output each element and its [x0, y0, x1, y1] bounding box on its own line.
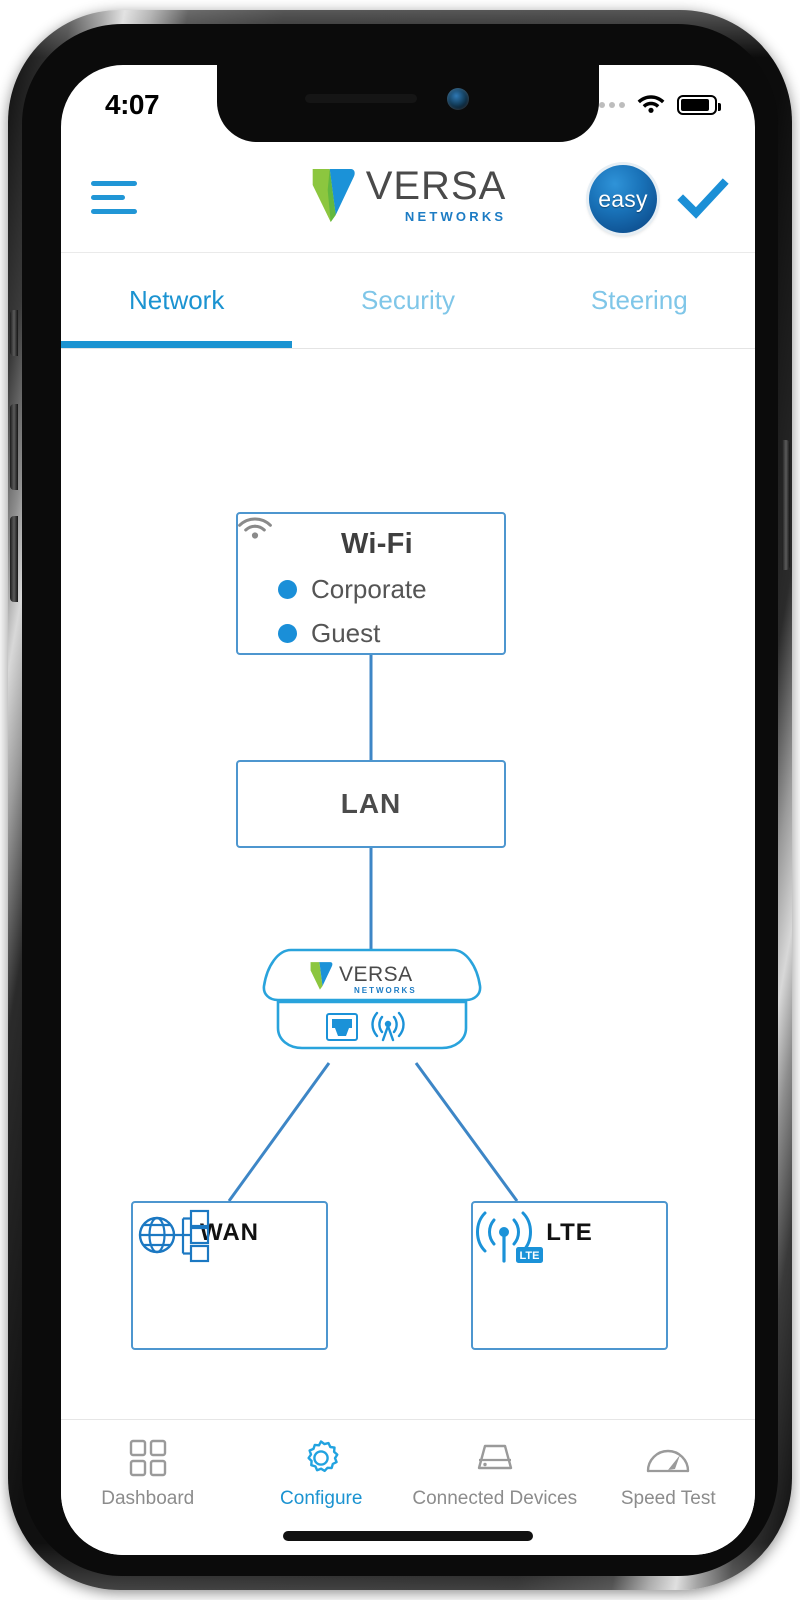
- nav-label-configure: Configure: [280, 1488, 363, 1509]
- wifi-node-header: Wi-Fi: [238, 517, 504, 561]
- node-wan[interactable]: WAN: [131, 1201, 328, 1350]
- ssid-guest[interactable]: Guest: [278, 618, 504, 649]
- node-wifi[interactable]: Wi-Fi Corporate Guest: [236, 512, 506, 655]
- phone-volume-down-button[interactable]: [10, 516, 18, 602]
- node-lan[interactable]: LAN: [236, 760, 506, 848]
- gear-icon: [300, 1436, 342, 1480]
- phone-frame-outer: 4:07: [8, 10, 792, 1590]
- wireless-antenna-icon: [371, 1011, 405, 1042]
- status-dot: [278, 580, 297, 599]
- tab-security[interactable]: Security: [292, 253, 523, 348]
- svg-text:LTE: LTE: [520, 1250, 540, 1262]
- nav-label-dashboard: Dashboard: [101, 1488, 195, 1509]
- tab-steering[interactable]: Steering: [524, 253, 755, 348]
- node-router-device[interactable]: VERSA NETWORKS: [261, 944, 483, 1062]
- svg-text:NETWORKS: NETWORKS: [354, 986, 417, 995]
- home-indicator[interactable]: [283, 1531, 533, 1541]
- status-bar: 4:07: [61, 65, 755, 143]
- tab-network[interactable]: Network: [61, 253, 293, 348]
- lan-label: LAN: [340, 788, 402, 819]
- hamburger-menu-icon[interactable]: [91, 177, 139, 217]
- nav-label-connected-devices: Connected Devices: [412, 1488, 578, 1509]
- nav-item-speed-test[interactable]: Speed Test: [582, 1436, 756, 1510]
- versa-logo: VERSA NETWORKS: [310, 165, 507, 223]
- status-dot: [278, 624, 297, 643]
- wifi-node-title: Wi-Fi: [340, 528, 414, 560]
- app-header: VERSA NETWORKS easy: [61, 143, 755, 253]
- phone-volume-up-button[interactable]: [10, 404, 18, 490]
- network-topology-diagram: Wi-Fi Corporate Guest LAN: [61, 349, 755, 1419]
- nav-item-configure[interactable]: Configure: [235, 1436, 409, 1510]
- phone-screen: 4:07: [61, 65, 755, 1555]
- wifi-icon: [636, 91, 666, 118]
- nav-item-connected-devices[interactable]: Connected Devices: [408, 1436, 582, 1510]
- ssid-corporate[interactable]: Corporate: [278, 574, 504, 605]
- ethernet-port-icon: [326, 1013, 358, 1041]
- tab-bar: Network Security Steering: [61, 253, 755, 349]
- earpiece-speaker: [305, 94, 417, 103]
- lte-label: LTE: [546, 1219, 593, 1246]
- ssid-guest-label: Guest: [311, 618, 381, 648]
- versa-mark-icon: [312, 169, 355, 222]
- phone-power-button[interactable]: [782, 440, 790, 570]
- wan-label: WAN: [200, 1219, 259, 1246]
- device-icon: [473, 1436, 517, 1480]
- svg-text:VERSA: VERSA: [339, 963, 413, 986]
- tab-steering-label: Steering: [590, 285, 688, 315]
- nav-item-dashboard[interactable]: Dashboard: [61, 1436, 235, 1510]
- phone-notch: [217, 65, 599, 142]
- status-time: 4:07: [105, 89, 160, 120]
- brand-name: VERSA: [365, 163, 507, 208]
- battery-full-icon: [677, 94, 721, 115]
- nav-label-speed-test: Speed Test: [620, 1488, 716, 1509]
- tab-security-label: Security: [361, 285, 455, 315]
- brand-subtitle: NETWORKS: [404, 208, 507, 224]
- phone-mute-switch[interactable]: [10, 310, 18, 356]
- easy-button-label: easy: [598, 185, 648, 212]
- grid-icon: [128, 1436, 168, 1480]
- easy-button[interactable]: easy: [589, 165, 657, 233]
- gauge-icon: [645, 1436, 691, 1480]
- checkmark-icon[interactable]: [677, 173, 729, 225]
- node-lte[interactable]: LTE LTE: [471, 1201, 668, 1350]
- diagram-connectors: [227, 655, 519, 1202]
- front-camera-icon: [447, 88, 469, 110]
- tab-network-label: Network: [128, 285, 225, 315]
- ssid-corporate-label: Corporate: [311, 574, 427, 604]
- status-indicators: [589, 91, 721, 118]
